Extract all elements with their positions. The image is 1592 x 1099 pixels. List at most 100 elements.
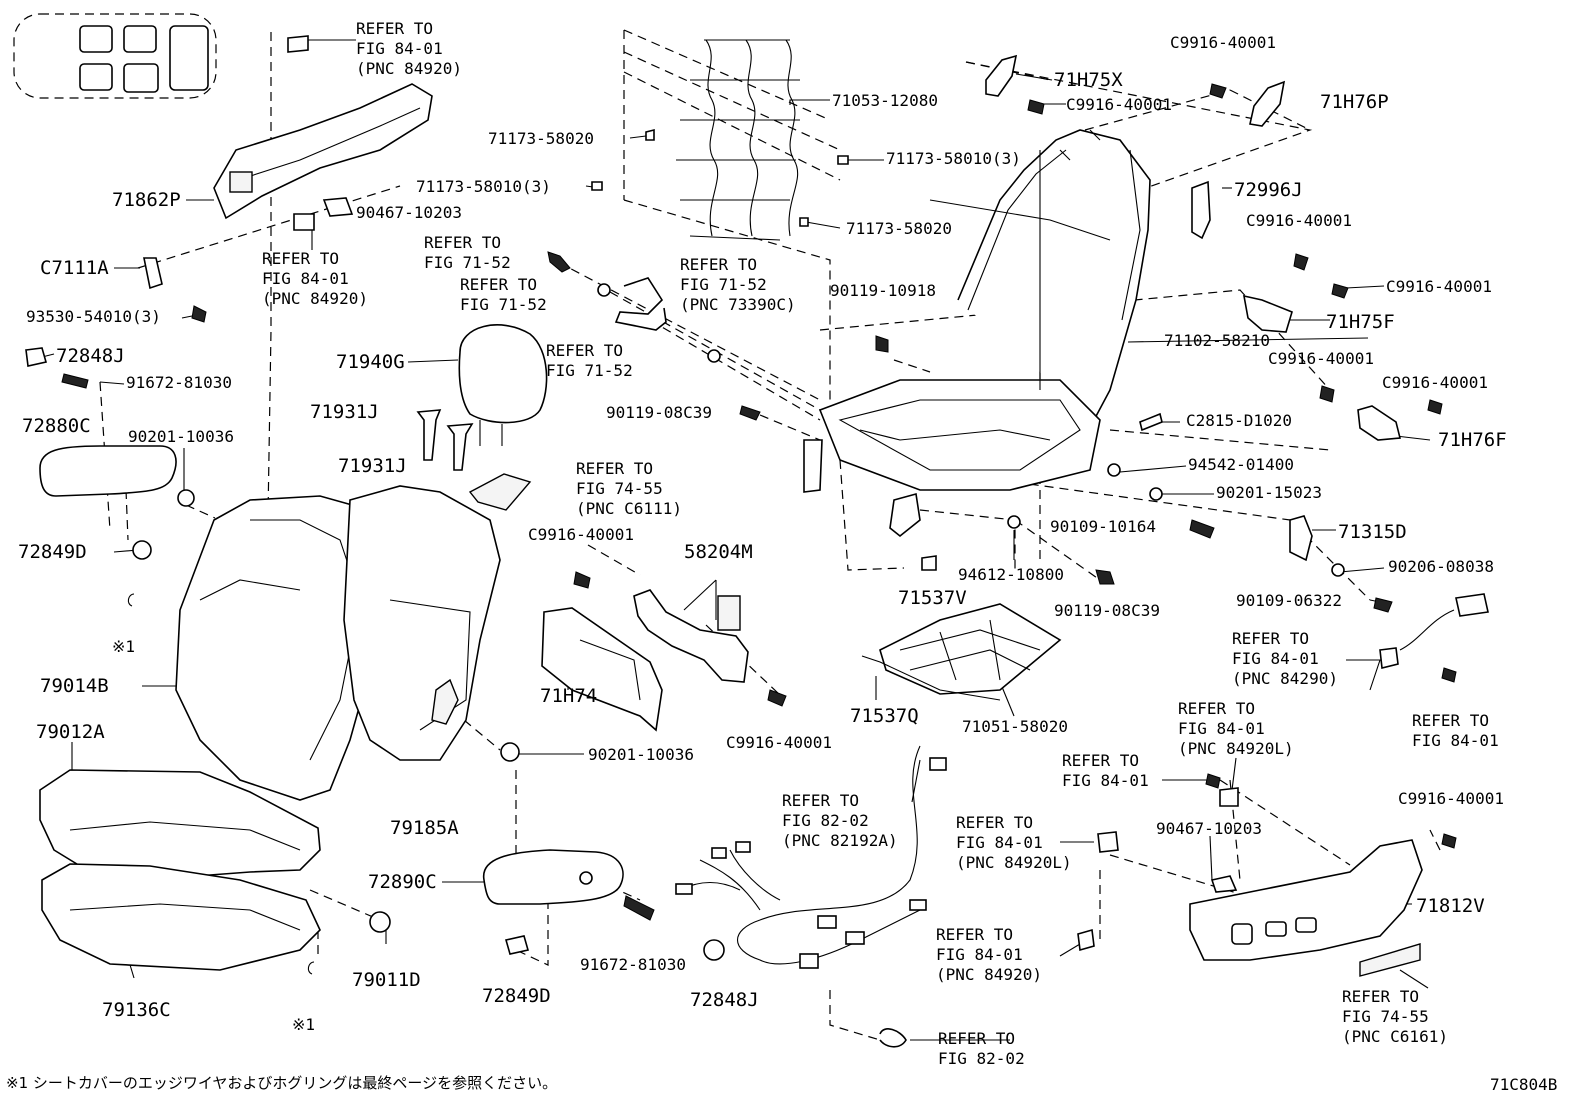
callout-line: FIG 71-52: [680, 275, 767, 294]
label-71931J-b: 71931J: [338, 455, 407, 477]
screw-C9916-r4: [1427, 399, 1443, 415]
footnote: ※1 シートカバーのエッジワイヤおよびホグリングは最終ページを参照ください。: [6, 1074, 557, 1092]
armrest-72880C: [39, 445, 177, 497]
label-71H76P: 71H76P: [1320, 91, 1389, 113]
seatback-cover-79014B: [175, 495, 387, 801]
screw-8401-r: [1441, 667, 1457, 683]
callout-line: (PNC 84920): [356, 59, 462, 78]
callout-line: REFER TO: [956, 813, 1033, 832]
label-90201-10036-b: 90201-10036: [588, 745, 694, 764]
callout-line: (PNC 84920): [262, 289, 368, 308]
callout-line: FIG 84-01: [1412, 731, 1499, 750]
headrest-71940G: [458, 324, 548, 424]
label-90206: 90206-08038: [1388, 557, 1494, 576]
callout-line: REFER TO: [546, 341, 623, 360]
bolt-91672-left: [61, 373, 89, 389]
washer-90201-mid: [500, 742, 520, 762]
callout-line: REFER TO: [938, 1029, 1015, 1048]
callout-line: REFER TO: [262, 249, 339, 268]
callout-line: FIG 84-01: [356, 39, 443, 58]
callout-line: FIG 84-01: [936, 945, 1023, 964]
label-79011D: 79011D: [352, 969, 421, 991]
callout-line: (PNC 82192A): [782, 831, 898, 850]
screw-93530: [191, 305, 207, 323]
callout-line: FIG 84-01: [1178, 719, 1265, 738]
clip-84920-b: [1077, 928, 1095, 952]
label-91672-b: 91672-81030: [580, 955, 686, 974]
label-C9916-r1: C9916-40001: [1246, 211, 1352, 230]
cover-71H76F: [1357, 405, 1402, 441]
clip-71173-58010-b: [837, 155, 849, 165]
label-C9916-top2: C9916-40001: [1170, 33, 1276, 52]
seatbelt-buckle-73390C: [614, 277, 667, 331]
screw-8401-plain: [1205, 773, 1221, 789]
callout-line: (PNC 84920L): [1178, 739, 1294, 758]
pad-71537V: [921, 555, 937, 571]
diagram-code: 71C804B: [1490, 1075, 1557, 1094]
callout-line: (PNC 84920L): [956, 853, 1072, 872]
callout-line: (PNC 73390C): [680, 295, 796, 314]
callout-line: REFER TO: [460, 275, 537, 294]
label-72996J: 72996J: [1234, 179, 1303, 201]
screw-C9916-r2: [1331, 283, 1349, 299]
clip-84920L-a: [1219, 787, 1239, 807]
callout-line: FIG 74-55: [576, 479, 663, 498]
washer-94612: [1007, 515, 1021, 529]
washer-7152: [597, 283, 611, 297]
clip-71173-58010-a: [591, 181, 603, 191]
label-C9916-top1: C9916-40001: [1066, 95, 1172, 114]
callout-line: (PNC C6111): [576, 499, 682, 518]
hog-ring-79011D: [369, 911, 391, 933]
washer-90201-15023: [1149, 487, 1163, 501]
bolt-90119-08C39-a: [739, 405, 761, 421]
label-71931J-a: 71931J: [310, 401, 379, 423]
wire-71537Q: [861, 655, 1001, 701]
bolt-91672-mid: [623, 895, 655, 921]
label-71537V: 71537V: [898, 587, 967, 609]
switch-inset-box: [13, 13, 217, 99]
cover-71H75F: [1242, 294, 1293, 333]
washer-90206: [1331, 563, 1345, 577]
mark1-a: ※1: [112, 637, 135, 656]
callout-line: FIG 82-02: [938, 1049, 1025, 1068]
armrest-72890C: [482, 849, 624, 905]
seat-shield-right-71812V: [1189, 839, 1423, 961]
callout-line: REFER TO: [1232, 629, 1309, 648]
headrest-guide-71931J-b: [446, 423, 474, 471]
bracket-71315D: [1289, 515, 1313, 562]
headrest-guide-71931J-a: [416, 409, 442, 461]
seat-cushion-pad-79136C: [41, 863, 321, 971]
label-79012A: 79012A: [36, 721, 105, 743]
callout-line: (PNC 84920): [936, 965, 1042, 984]
clip-71173-58020-a: [645, 128, 655, 141]
label-72849D-b: 72849D: [482, 985, 551, 1007]
callout-line: REFER TO: [356, 19, 433, 38]
label-58204M: 58204M: [684, 541, 753, 563]
spacer-C2815: [1139, 412, 1163, 432]
label-90201-15023: 90201-15023: [1216, 483, 1322, 502]
callout-line: FIG 71-52: [424, 253, 511, 272]
cap-72848J-left: [25, 347, 48, 367]
seat-shield-left: [213, 83, 433, 220]
clip-90467: [322, 197, 354, 217]
label-71H75X: 71H75X: [1054, 69, 1123, 91]
connector-8202: [879, 1028, 907, 1048]
label-72890C: 72890C: [368, 871, 437, 893]
label-90467-10203-a: 90467-10203: [356, 203, 462, 222]
label-72880C: 72880C: [22, 415, 91, 437]
callout-line: FIG 84-01: [262, 269, 349, 288]
label-71102: 71102-58210: [1164, 331, 1270, 350]
screw-C9916-r1: [1293, 253, 1309, 271]
label-71537Q: 71537Q: [850, 705, 919, 727]
